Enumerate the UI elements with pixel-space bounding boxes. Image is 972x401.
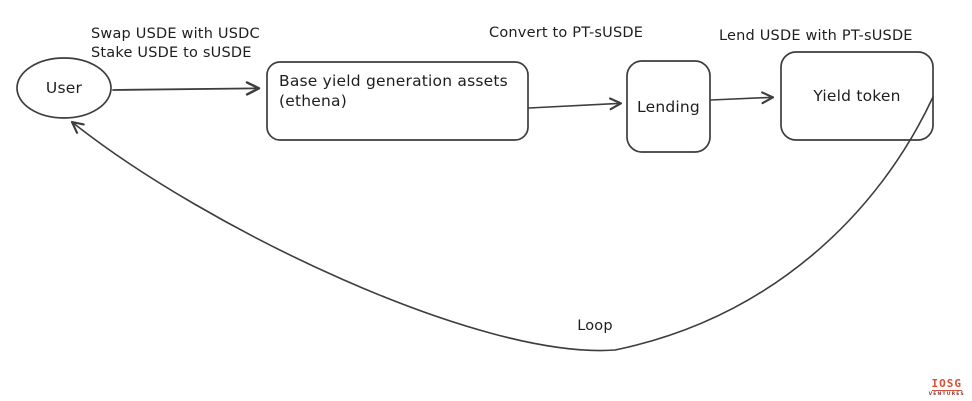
edge-label-loop: Loop — [577, 318, 613, 334]
edge-label-lending-to-yield: Lend USDE with PT-sUSDE — [719, 28, 913, 44]
user-node-label: User — [45, 79, 83, 97]
logo-subtitle-text: VENTURES — [928, 391, 965, 397]
base-assets-label-line1: Base yield generation assets — [279, 72, 508, 90]
lending-node-shape — [626, 60, 711, 153]
iosg-ventures-logo: IOSG VENTURES — [929, 374, 965, 397]
base-to-lending-arrow — [528, 97, 623, 111]
edge-label-swap-line: Swap USDE with USDC — [91, 26, 260, 42]
edge-label-base-to-lending: Convert to PT-sUSDE — [489, 25, 644, 41]
base-assets-node-shape — [266, 61, 529, 141]
edge-label-user-to-base: Swap USDE with USDC Stake USDE to sUSDE — [91, 25, 260, 63]
lending-to-yield-arrow — [710, 91, 775, 105]
edge-label-stake-line: Stake USDE to sUSDE — [91, 45, 252, 61]
yield-token-node-label: Yield token — [813, 87, 901, 105]
lending-node-label: Lending — [637, 97, 700, 116]
base-assets-label-line2: (ethena) — [279, 92, 347, 110]
logo-brand-text: IOSG — [931, 377, 963, 391]
user-node-shape — [16, 57, 112, 119]
user-to-base-arrow — [112, 81, 261, 96]
yield-token-node-shape — [780, 51, 934, 141]
base-assets-node-label: Base yield generation assets (ethena) — [279, 71, 521, 111]
yield-to-user-loop-arrow — [70, 96, 934, 352]
